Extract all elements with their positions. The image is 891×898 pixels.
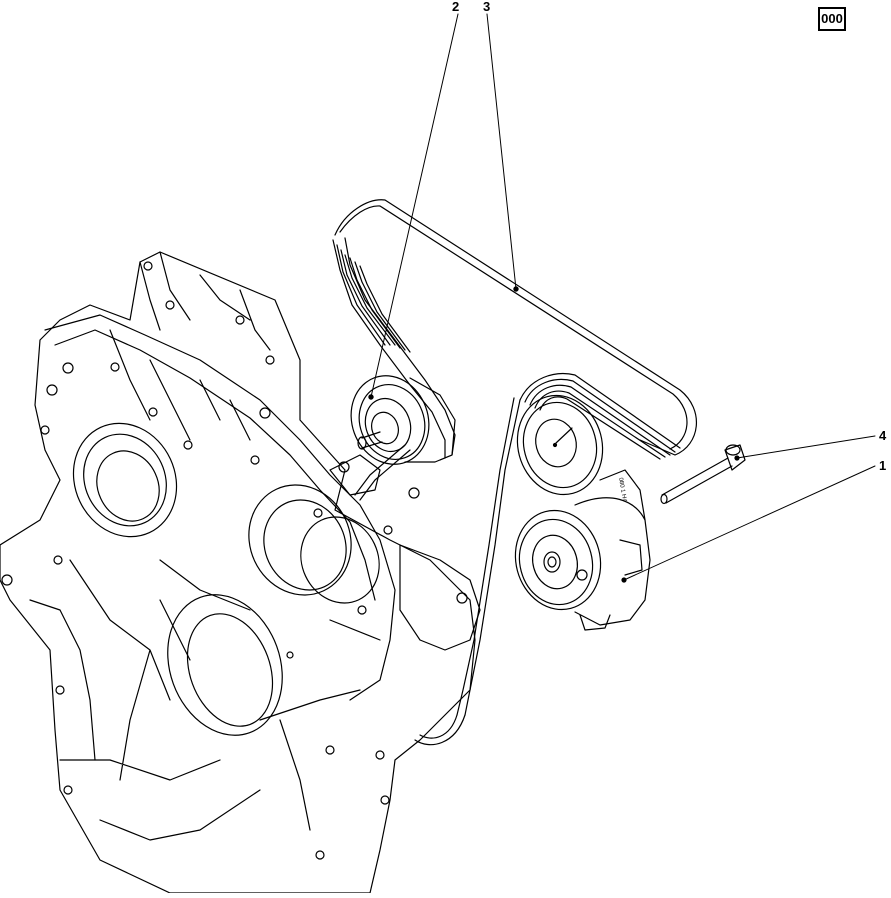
drive-belt (332, 199, 697, 746)
leader-line-4 (736, 435, 876, 459)
callout-4: 4 (879, 428, 887, 443)
tensioner-pulley (516, 394, 604, 496)
leader-line-1 (623, 465, 876, 581)
leader-line-3 (486, 13, 517, 290)
leader-dot-2 (368, 394, 374, 400)
bolt (660, 444, 746, 505)
tensioner-marking: 080 1 H4 (617, 477, 627, 503)
timing-cover (0, 251, 481, 894)
idler-pulley (350, 375, 456, 465)
leader-lines (368, 13, 876, 581)
callout-1: 1 (879, 458, 887, 473)
callout-2: 2 (452, 0, 460, 14)
belt-tensioner (514, 469, 651, 631)
reference-code-box: 000 (818, 7, 846, 31)
callout-3: 3 (483, 0, 491, 14)
leader-line-2 (370, 13, 459, 398)
leader-dot-3 (513, 286, 519, 292)
